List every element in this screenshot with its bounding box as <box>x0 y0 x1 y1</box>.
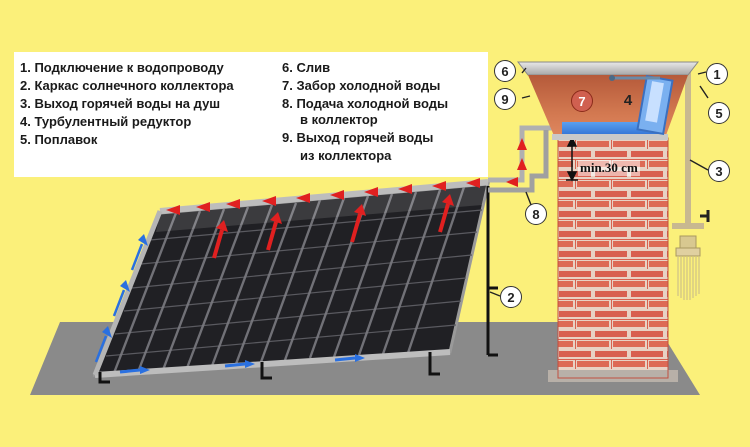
cold-flow-arrows <box>94 234 365 374</box>
legend-item-6: 6. Слив <box>282 60 331 75</box>
callout-4: 4 <box>623 92 633 109</box>
legend-item-1: 1. Подключение к водопроводу <box>20 60 224 75</box>
pipe-flow-arrows <box>506 138 527 187</box>
min-height-label: min.30 cm <box>578 160 640 176</box>
callout-7: 7 <box>571 90 593 112</box>
legend-item-9-cont: из коллектора <box>300 148 392 163</box>
legend-item-2: 2. Каркас солнечного коллектора <box>20 78 234 93</box>
callout-5: 5 <box>708 102 730 124</box>
height-dimension <box>566 136 578 182</box>
connecting-pipes <box>488 70 710 229</box>
callout-1: 1 <box>706 63 728 85</box>
legend-item-3: 3. Выход горячей воды на душ <box>20 96 221 111</box>
callout-3: 3 <box>708 160 730 182</box>
callout-2: 2 <box>500 286 522 308</box>
shower-head <box>675 235 701 300</box>
legend-item-7: 7. Забор холодной воды <box>282 78 441 93</box>
solar-collector-panel <box>92 179 490 378</box>
callout-6: 6 <box>494 60 516 82</box>
callout-8: 8 <box>525 203 547 225</box>
legend-item-8: 8. Подача холодной воды <box>282 96 449 111</box>
legend-item-4: 4. Турбулентный редуктор <box>20 114 192 129</box>
hot-flow-arrows <box>166 178 480 259</box>
legend-item-8-cont: в коллектор <box>300 112 378 127</box>
legend-panel <box>14 52 488 177</box>
float-assembly <box>609 74 674 136</box>
legend-item-9: 9. Выход горячей воды <box>282 130 434 145</box>
legend-item-5: 5. Поплавок <box>20 132 98 147</box>
collector-frame <box>98 186 498 384</box>
brick-pillar <box>548 137 678 382</box>
callout-9: 9 <box>494 88 516 110</box>
